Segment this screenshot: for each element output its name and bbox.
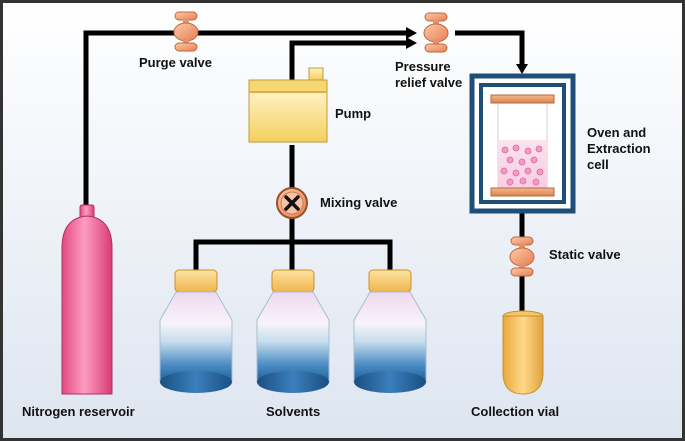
pump	[248, 67, 328, 143]
solvent-bottle	[256, 269, 330, 393]
purge-valve-label: Purge valve	[139, 55, 212, 70]
static-valve-label: Static valve	[549, 247, 621, 262]
solvents-label: Solvents	[266, 404, 321, 419]
arrow-right-icon	[406, 37, 417, 49]
solvent-bottle	[159, 269, 233, 393]
pipe-relief-to-oven	[455, 30, 525, 66]
mixing-valve-label: Mixing valve	[320, 195, 398, 210]
extraction-particles	[500, 144, 544, 186]
oven	[469, 73, 576, 214]
x-circle-valve-icon	[276, 187, 308, 219]
pressure-relief-valve-icon	[423, 12, 449, 53]
oven-extraction-cell-label: Oven and Extraction cell	[587, 125, 651, 172]
purge-valve-icon	[173, 11, 199, 52]
arrow-right-icon	[406, 27, 417, 39]
solvent-bottle	[353, 269, 427, 393]
pipe-nitrogen-to-purge	[83, 30, 175, 210]
pipe-pump-to-relief	[289, 40, 410, 80]
extraction-cell	[490, 94, 555, 197]
pressure-relief-valve-label: Pressure relief valve	[395, 59, 463, 90]
arrow-down-icon	[516, 64, 528, 74]
static-valve-icon	[509, 236, 535, 277]
collection-vial-label: Collection vial	[471, 404, 560, 419]
collection-vial	[502, 310, 544, 395]
pump-label: Pump	[335, 106, 372, 121]
solvent-bottles	[159, 269, 427, 393]
nitrogen-reservoir-label: Nitrogen reservoir	[22, 404, 135, 419]
pipes	[83, 30, 525, 315]
nitrogen-cylinder	[61, 204, 113, 395]
